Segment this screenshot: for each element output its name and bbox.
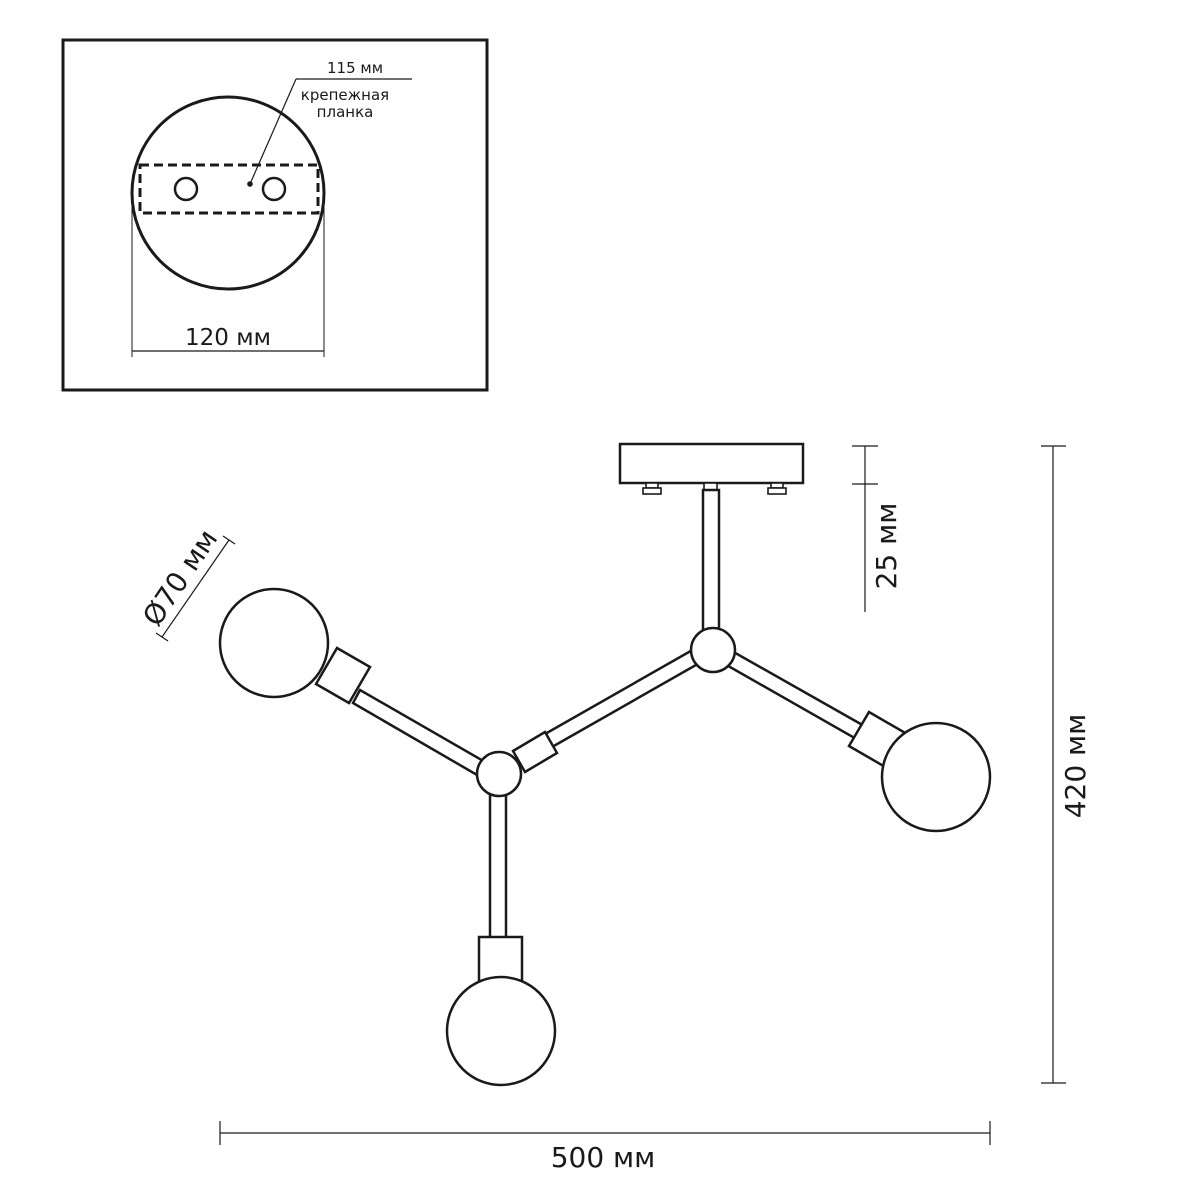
left-hub-joint bbox=[475, 750, 523, 798]
canopy-diameter-label: 120 мм bbox=[185, 325, 271, 351]
left-bulb-socket bbox=[314, 646, 372, 705]
canopy-top-view-inset: 115 мм крепежная планка 120 мм bbox=[61, 38, 489, 392]
center-hub-joint bbox=[689, 626, 737, 674]
mounting-plate-outline bbox=[138, 163, 320, 215]
total-height-label: 420 мм bbox=[1059, 714, 1092, 819]
plate-leader-line bbox=[249, 78, 297, 185]
canopy-screw-right bbox=[767, 482, 787, 495]
bulb-diameter-label: Ø70 мм bbox=[136, 523, 224, 632]
canopy-screw-left bbox=[642, 482, 662, 495]
rod-left-hub-to-bottom-bulb bbox=[488, 778, 508, 942]
mounting-hole-left bbox=[173, 176, 199, 202]
left-bulb-globe bbox=[218, 587, 330, 699]
bottom-bulb-globe bbox=[445, 975, 557, 1087]
total-width-label: 500 мм bbox=[551, 1141, 656, 1174]
plate-size-label: 115 мм bbox=[327, 59, 383, 77]
bottom-bulb-socket bbox=[477, 935, 524, 983]
rod-left-hub-to-left-bulb bbox=[351, 688, 494, 781]
rod-collar bbox=[511, 730, 559, 774]
rod-center-to-left-hub bbox=[536, 642, 712, 753]
vertical-stem-rod bbox=[701, 488, 721, 632]
plate-name-line1: крепежная bbox=[301, 86, 389, 104]
total-width-dimension: 500 мм bbox=[219, 1121, 991, 1174]
lamp-side-view bbox=[218, 442, 992, 1087]
total-height-dimension: 420 мм bbox=[1041, 445, 1092, 1084]
canopy-height-label: 25 мм bbox=[870, 503, 903, 590]
mounting-hole-right bbox=[261, 176, 287, 202]
bulb-diameter-dimension: Ø70 мм bbox=[136, 523, 236, 642]
canopy-disc bbox=[130, 95, 326, 291]
canopy-height-dimension: 25 мм bbox=[852, 445, 903, 612]
inset-frame bbox=[61, 38, 489, 392]
plate-name-line2: планка bbox=[317, 103, 374, 121]
rod-right-hub-to-right-bulb bbox=[714, 644, 868, 742]
ceiling-canopy bbox=[618, 442, 805, 485]
right-bulb-globe bbox=[880, 721, 992, 833]
